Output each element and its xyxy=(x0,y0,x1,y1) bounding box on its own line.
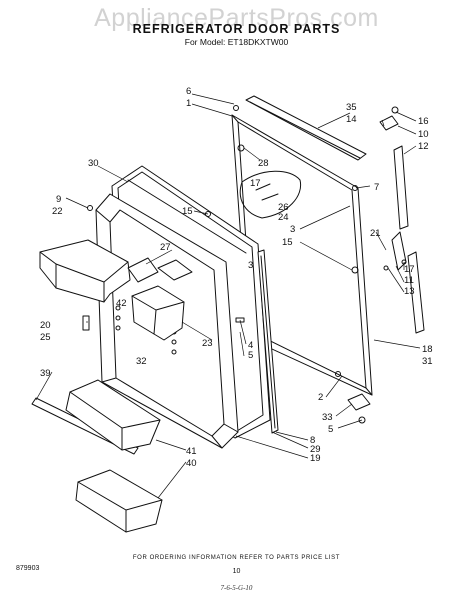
callout-18: 18 xyxy=(422,344,433,355)
callout-26: 26 xyxy=(278,202,289,213)
callout-30: 30 xyxy=(88,158,99,169)
callout-8: 8 xyxy=(310,435,315,446)
watermark-text: AppliancePartsPros.com xyxy=(94,4,379,32)
callout-11: 11 xyxy=(404,275,414,286)
top-hinge xyxy=(379,106,399,131)
model-subtitle: For Model: ET18DKXTW00 xyxy=(184,37,289,47)
callout-12: 12 xyxy=(418,141,429,152)
document-code: 879903 xyxy=(16,565,40,572)
callout-3b: 3 xyxy=(248,260,253,271)
callout-17a: 17 xyxy=(250,178,261,189)
handwritten-mark: 7-6-5-G-10 xyxy=(220,584,253,592)
callout-35: 35 xyxy=(346,102,357,113)
callout-23: 23 xyxy=(202,338,213,349)
top-trim-strip xyxy=(245,95,367,161)
callout-25: 25 xyxy=(40,332,51,343)
callout-17b: 17 xyxy=(404,264,415,275)
door-shelf-upper xyxy=(39,239,131,303)
callout-20: 20 xyxy=(40,320,51,331)
callout-29: 29 xyxy=(310,444,321,455)
bottom-hinge xyxy=(347,393,371,424)
callout-15a: 15 xyxy=(182,206,193,217)
breaker-strip xyxy=(257,249,279,434)
callout-4: 4 xyxy=(248,340,253,351)
callout-1: 1 xyxy=(186,98,191,109)
door-shelf-middle xyxy=(131,285,185,341)
callout-32: 32 xyxy=(136,356,147,367)
callout-2: 2 xyxy=(318,392,323,403)
callout-22: 22 xyxy=(52,206,63,217)
door-handle-upper xyxy=(393,145,409,230)
callout-9: 9 xyxy=(56,194,61,205)
callout-6: 6 xyxy=(186,86,191,97)
callout-10: 10 xyxy=(418,129,429,140)
callout-27: 27 xyxy=(160,242,171,253)
callout-5b: 5 xyxy=(328,424,333,435)
callout-5a: 5 xyxy=(248,350,253,361)
callout-31: 31 xyxy=(422,356,433,367)
leader-lines xyxy=(35,93,421,499)
callout-15b: 15 xyxy=(282,237,293,248)
door-bin-41 xyxy=(65,379,161,451)
small-fasteners xyxy=(82,105,407,377)
callout-33: 33 xyxy=(322,412,333,423)
callout-21: 21 xyxy=(370,228,381,239)
dairy-door xyxy=(127,257,159,283)
page-number: 10 xyxy=(232,568,241,575)
handle-screws-detail xyxy=(239,170,302,219)
callout-41: 41 xyxy=(186,446,197,457)
callout-14: 14 xyxy=(346,114,357,125)
callout-40: 40 xyxy=(186,458,197,469)
callout-3a: 3 xyxy=(290,224,295,235)
callout-28: 28 xyxy=(258,158,269,169)
door-bin-40 xyxy=(75,469,163,533)
callout-42: 42 xyxy=(116,298,127,309)
callout-39: 39 xyxy=(40,368,51,379)
callout-7: 7 xyxy=(374,182,379,193)
ordering-note: FOR ORDERING INFORMATION REFER TO PARTS … xyxy=(132,555,341,561)
callout-labels: 6 1 35 14 16 10 12 28 30 7 17 26 24 9 22… xyxy=(40,86,433,469)
callout-16: 16 xyxy=(418,116,429,127)
callout-13: 13 xyxy=(404,286,415,297)
callout-19: 19 xyxy=(310,453,321,464)
callout-24: 24 xyxy=(278,212,289,223)
page-title: REFRIGERATOR DOOR PARTS xyxy=(132,22,341,36)
